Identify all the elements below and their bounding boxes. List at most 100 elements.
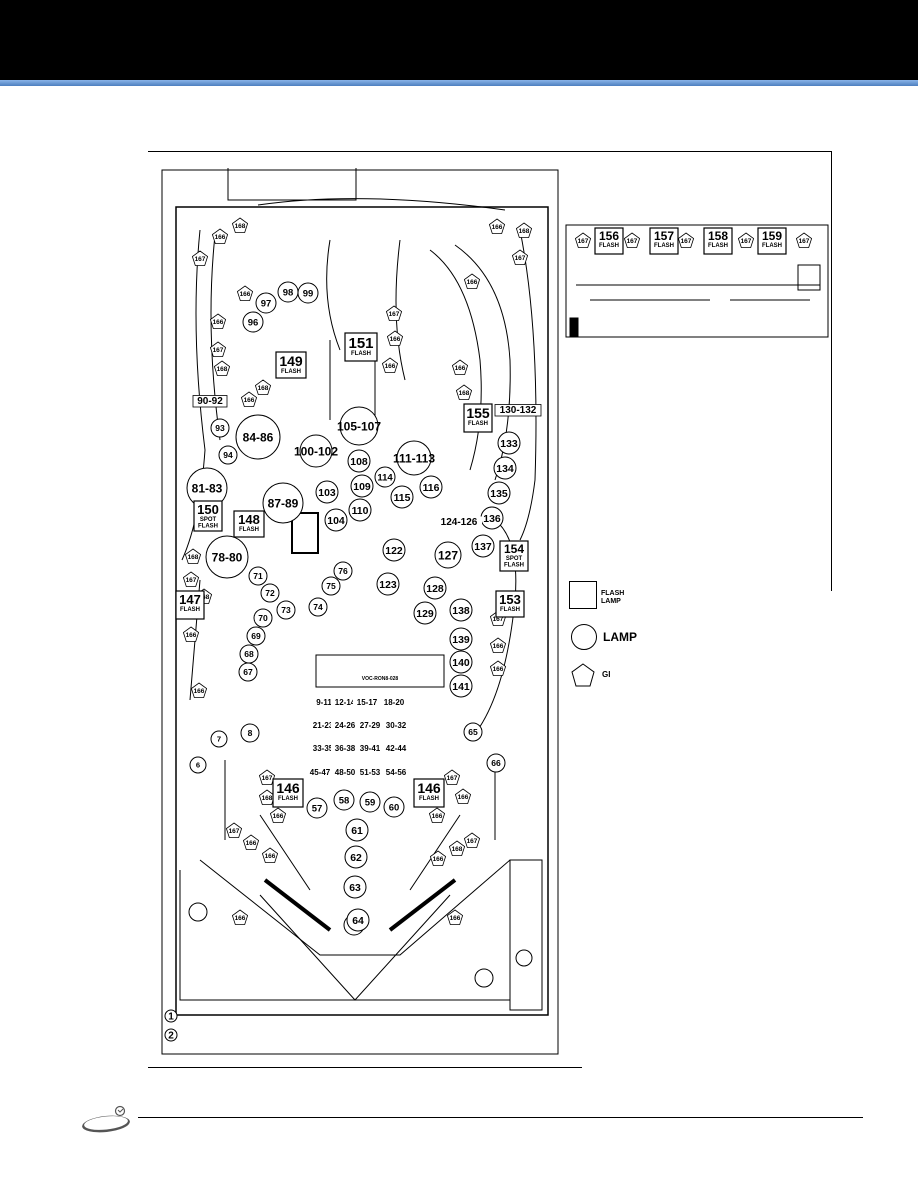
lamp-range-124-126: 124-126 xyxy=(436,516,482,528)
left-post xyxy=(188,902,208,922)
lamp-circle xyxy=(276,600,296,620)
lamp-label: 114 xyxy=(377,472,393,483)
lamp-circle xyxy=(343,875,367,899)
corner-circle xyxy=(164,1028,178,1042)
lamp-circle xyxy=(449,598,473,622)
gi-marker-166: 166 xyxy=(488,218,506,234)
flasher-box xyxy=(275,351,307,379)
range-label: 51-53 xyxy=(360,768,381,777)
gi-pentagon xyxy=(488,218,506,234)
lamp-99: 99 xyxy=(297,282,319,304)
lamp-circle xyxy=(345,818,369,842)
lamp-range-48-50: 48-50 xyxy=(331,768,359,778)
gi-pentagon xyxy=(209,313,227,329)
range-bg xyxy=(356,721,384,731)
lamp-label: 59 xyxy=(365,797,376,808)
gi-marker-166: 166 xyxy=(454,788,472,804)
lamp-circle xyxy=(390,485,414,509)
gi-label: 166 xyxy=(244,397,255,404)
flasher-type: FLASH xyxy=(708,243,728,249)
lamp-circle xyxy=(324,508,348,532)
top-bracket xyxy=(227,168,357,201)
lamp-label: 110 xyxy=(352,506,369,517)
gi-label: 167 xyxy=(578,238,589,245)
lamp-58: 58 xyxy=(333,789,355,811)
range-bg xyxy=(436,516,482,528)
range-bg xyxy=(382,768,410,778)
range-bg xyxy=(331,744,359,754)
gi-label: 167 xyxy=(186,577,197,584)
flasher-box xyxy=(703,227,733,255)
header-bar xyxy=(0,0,918,80)
gi-marker-166: 166 xyxy=(428,807,446,823)
lamp-label: 63 xyxy=(349,883,361,894)
lamp-circle xyxy=(486,753,506,773)
lamp-label: 94 xyxy=(223,450,233,460)
lamp-circle xyxy=(248,566,268,586)
lamp-133: 133 xyxy=(497,431,521,455)
lamp-circle xyxy=(333,789,355,811)
lamp-circle xyxy=(260,583,280,603)
gi-pentagon xyxy=(677,232,695,248)
gi-pentagon xyxy=(511,249,529,265)
gi-label: 166 xyxy=(432,813,443,820)
lamp-circle xyxy=(359,791,381,813)
lamp-64: 64 xyxy=(346,908,370,932)
range-label: 9-11 xyxy=(316,698,332,707)
lamp-circle xyxy=(449,627,473,651)
gi-label: 167 xyxy=(627,238,638,245)
lamp-98: 98 xyxy=(277,281,299,303)
range-bg xyxy=(382,721,410,731)
lamp-label: 61 xyxy=(351,826,363,837)
flasher-type: FLASH xyxy=(239,527,259,533)
flasher-number: 159 xyxy=(762,229,782,243)
lamp-136: 136 xyxy=(480,506,504,530)
lamp-label: 64 xyxy=(352,916,364,927)
range-bg xyxy=(331,698,359,708)
range-label: 48-50 xyxy=(335,768,356,777)
flasher-type: FLASH xyxy=(599,243,619,249)
plunger-knob xyxy=(515,949,533,967)
lamp-range-39-41: 39-41 xyxy=(356,744,384,754)
flasher-number: 146 xyxy=(417,780,441,796)
lamp-140: 140 xyxy=(449,650,473,674)
footer-rule xyxy=(138,1117,863,1118)
lamp-label: 71 xyxy=(253,571,263,581)
flasher-type: FLASH xyxy=(468,421,488,427)
legend-gi: GI xyxy=(570,662,610,693)
lamp-circle xyxy=(449,674,473,698)
lamp-circle xyxy=(497,431,521,455)
gi-label: 166 xyxy=(213,319,224,326)
gi-marker-168: 168 xyxy=(213,360,231,376)
lamp-label: 127 xyxy=(438,548,458,562)
legend-flash-square xyxy=(569,581,597,609)
gi-pentagon xyxy=(489,637,507,653)
range-bg xyxy=(356,768,384,778)
apron-bottom-guide xyxy=(259,894,451,1001)
flasher-type: FLASH xyxy=(419,796,439,802)
gi-label: 166 xyxy=(450,915,461,922)
lamp-range-9-11: 9-11 xyxy=(312,698,336,708)
gi-marker-166: 166 xyxy=(381,357,399,373)
lamp-label: 7 xyxy=(217,735,221,744)
lamp-label: 69 xyxy=(251,631,261,641)
lamp-94: 94 xyxy=(218,445,238,465)
playfield-border xyxy=(161,169,559,1055)
range-label: 54-56 xyxy=(386,768,407,777)
lamp-128: 128 xyxy=(423,576,447,600)
lamp-circle xyxy=(242,311,264,333)
lamp-134: 134 xyxy=(493,456,517,480)
flasher-box xyxy=(344,332,378,362)
gi-label: 167 xyxy=(741,238,752,245)
gi-pentagon xyxy=(737,232,755,248)
lamp-circle xyxy=(297,282,319,304)
lamp-84-86: 84-86 xyxy=(235,414,281,460)
lamp-60: 60 xyxy=(383,796,405,818)
gi-pentagon xyxy=(515,222,533,238)
legend-flash-text: FLASH LAMP xyxy=(601,590,624,606)
